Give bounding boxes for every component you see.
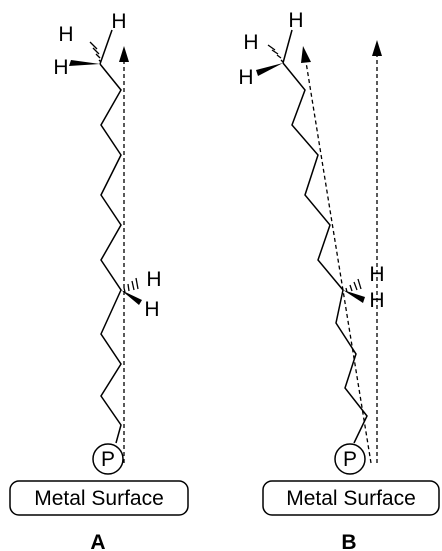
panel-a-mid-wedge [121,290,142,305]
panel-b-mid-h2: H [369,289,384,312]
panel-b-mid-h1: H [369,263,384,286]
panel-a-methyl-bond-up [99,29,113,65]
panel-a-mid-h2: H [144,298,159,321]
panel-a-phosphorus-circle [92,443,124,475]
panel-b-metal-surface-box [262,480,440,516]
panel-b-methyl-h2: H [288,9,303,32]
panel-b-methyl-wedge [256,63,283,76]
panel-b-methyl-bond-up [282,29,293,64]
panel-b-phosphorus-label: P [343,448,357,471]
panel-a-metal-surface-label: Metal Surface [34,487,164,510]
panel-a-methyl-h2: H [111,10,126,33]
panel-a-methyl-hash [89,41,102,63]
panel-b-mid-wedge [343,290,365,303]
panel-a-alkyl-chain [99,63,122,444]
panel-b-methyl-h3: H [238,66,253,89]
panel-a: H H H H H P Metal Surface A [9,10,189,551]
panel-a-methyl-h1: H [58,23,73,46]
panel-b: H H H H H P Metal Surface B [238,9,440,551]
panel-b-tilted-axis-line [305,61,372,464]
panel-b-alkyl-chain [282,62,368,444]
panel-a-phosphorus-label: P [101,448,115,471]
panel-b-metal-surface-label: Metal Surface [286,487,416,510]
panel-b-phosphorus-circle [334,443,366,475]
panel-b-mid-hash [345,278,362,293]
panel-a-axis-arrowhead [119,46,129,62]
panel-b-vertical-arrowhead [372,40,382,56]
panel-a-methyl-wedge [69,60,100,66]
panel-a-methyl-h3: H [53,56,68,79]
panel-b-tilted-arrowhead [301,46,311,63]
panel-b-methyl-h1: H [243,31,258,54]
panel-b-methyl-hash [267,44,284,63]
panel-a-mid-h1: H [146,268,161,291]
panel-a-letter: A [90,531,105,551]
panel-a-mid-hash [123,277,139,293]
panel-b-letter: B [341,531,356,551]
panel-a-metal-surface-box [9,480,189,516]
